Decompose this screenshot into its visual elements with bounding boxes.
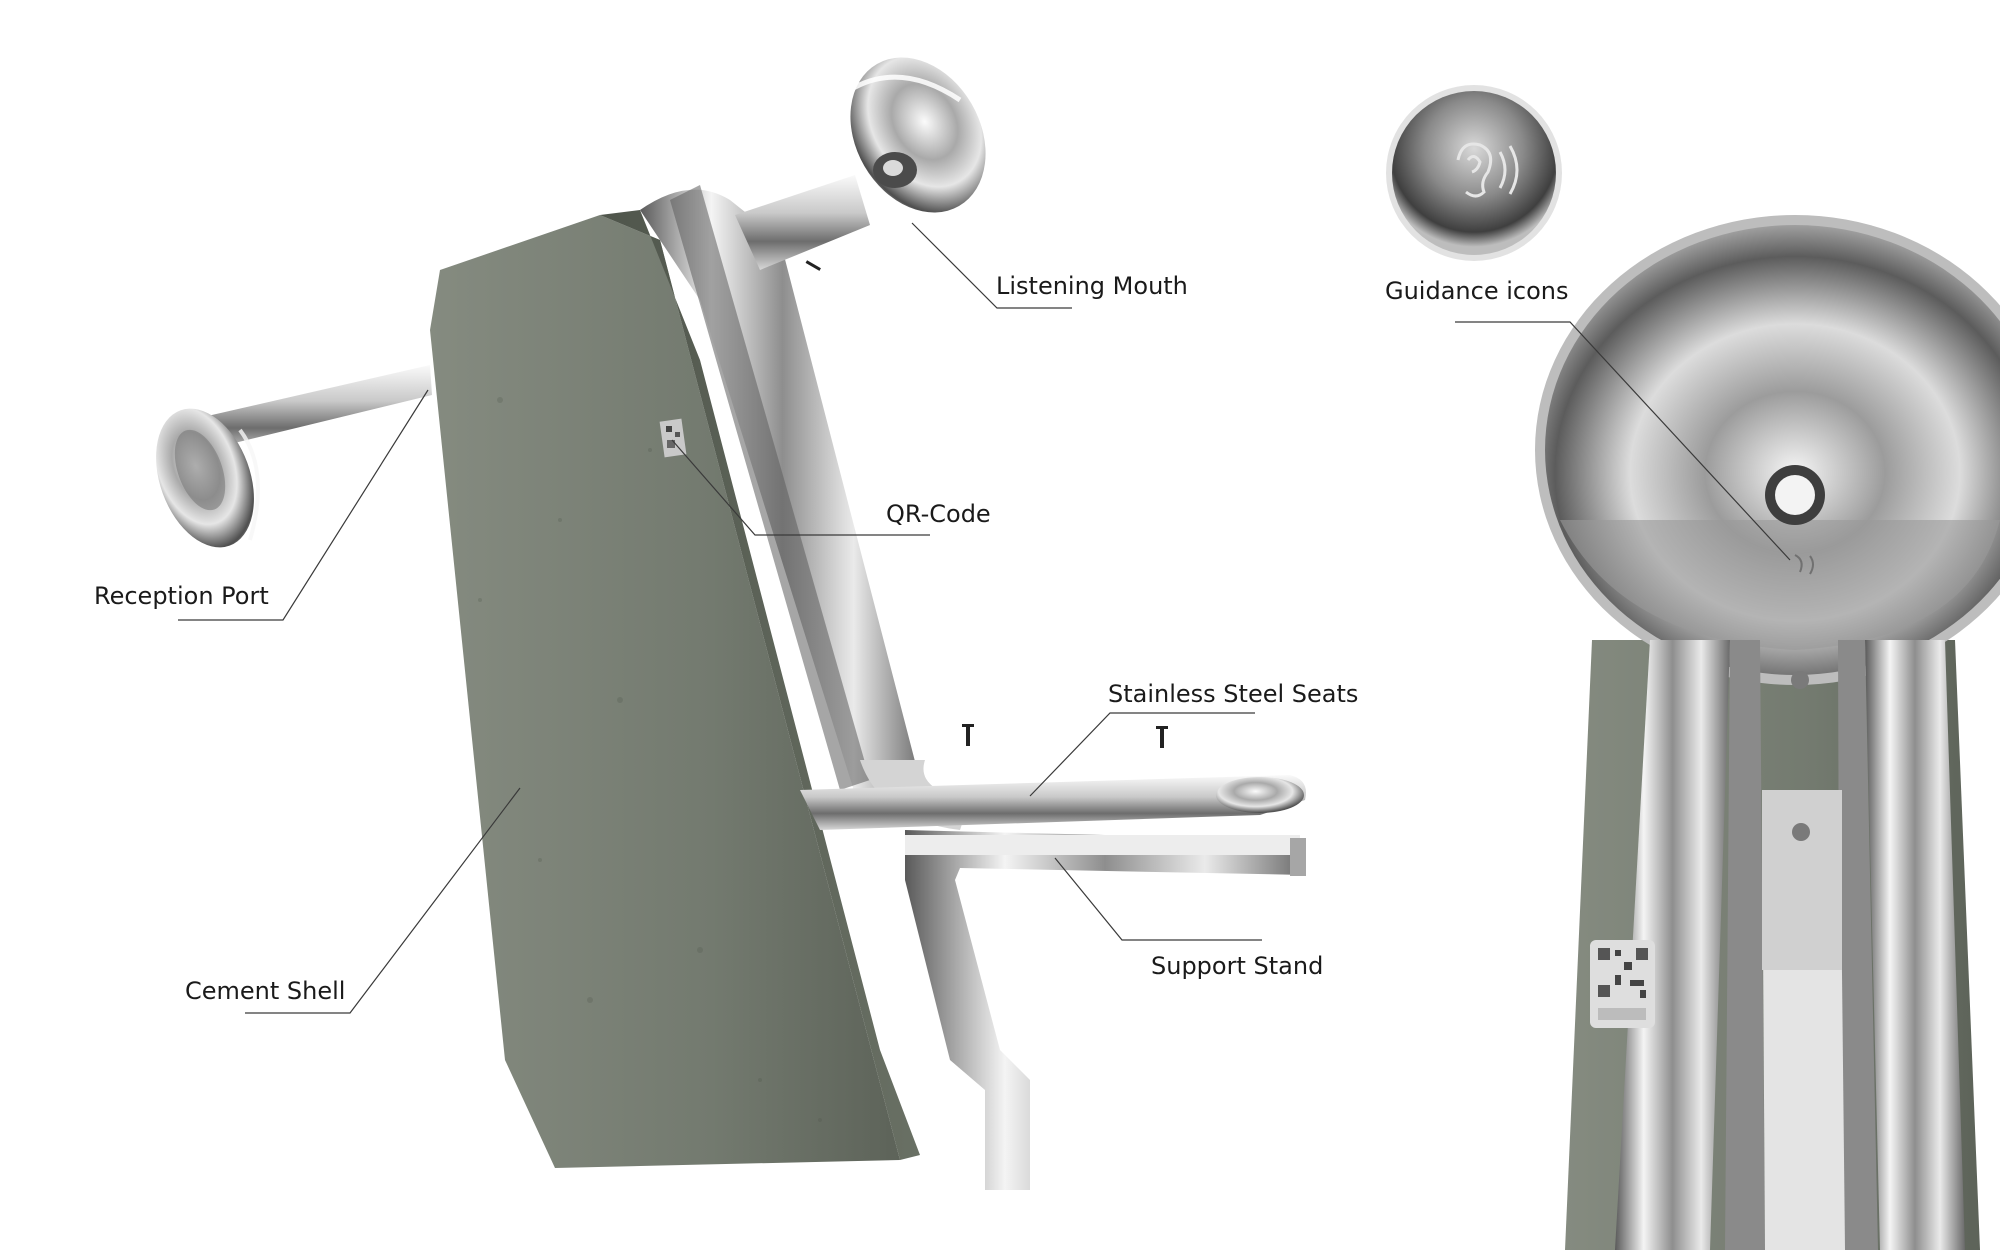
leader-stainless-steel-seats <box>1029 712 1255 797</box>
qr-icon <box>1590 940 1655 1028</box>
screw-pins <box>805 260 1168 748</box>
support-stand-label: Support Stand <box>1151 952 1324 980</box>
listening-mouth-horn <box>735 57 986 270</box>
leader-listening-mouth <box>911 222 1072 309</box>
reception-port-horn <box>156 365 432 548</box>
qr-code-label: QR-Code <box>886 500 991 528</box>
cement-shell <box>430 210 920 1168</box>
leader-reception-port <box>178 389 429 621</box>
ear-icon <box>1456 142 1519 198</box>
leader-support-stand <box>1054 857 1262 941</box>
stainless-steel-seats-label: Stainless Steel Seats <box>1108 680 1359 708</box>
leader-cement-shell <box>245 787 521 1014</box>
guidance-icon-coin <box>1386 85 1562 261</box>
leader-qr-code <box>671 439 930 536</box>
support-stand <box>905 830 1306 1190</box>
cement-shell-label: Cement Shell <box>185 977 346 1005</box>
leader-guidance-icons <box>1455 321 1791 561</box>
leader-lines <box>178 222 1791 1014</box>
reception-port-label: Reception Port <box>94 582 269 610</box>
guidance-icons-label: Guidance icons <box>1385 277 1569 305</box>
listening-mouth-label: Listening Mouth <box>996 272 1188 300</box>
closeup-view <box>1535 215 2000 1250</box>
qr-code-sticker <box>659 418 687 458</box>
stainless-steel-seat-frame <box>640 185 1306 830</box>
